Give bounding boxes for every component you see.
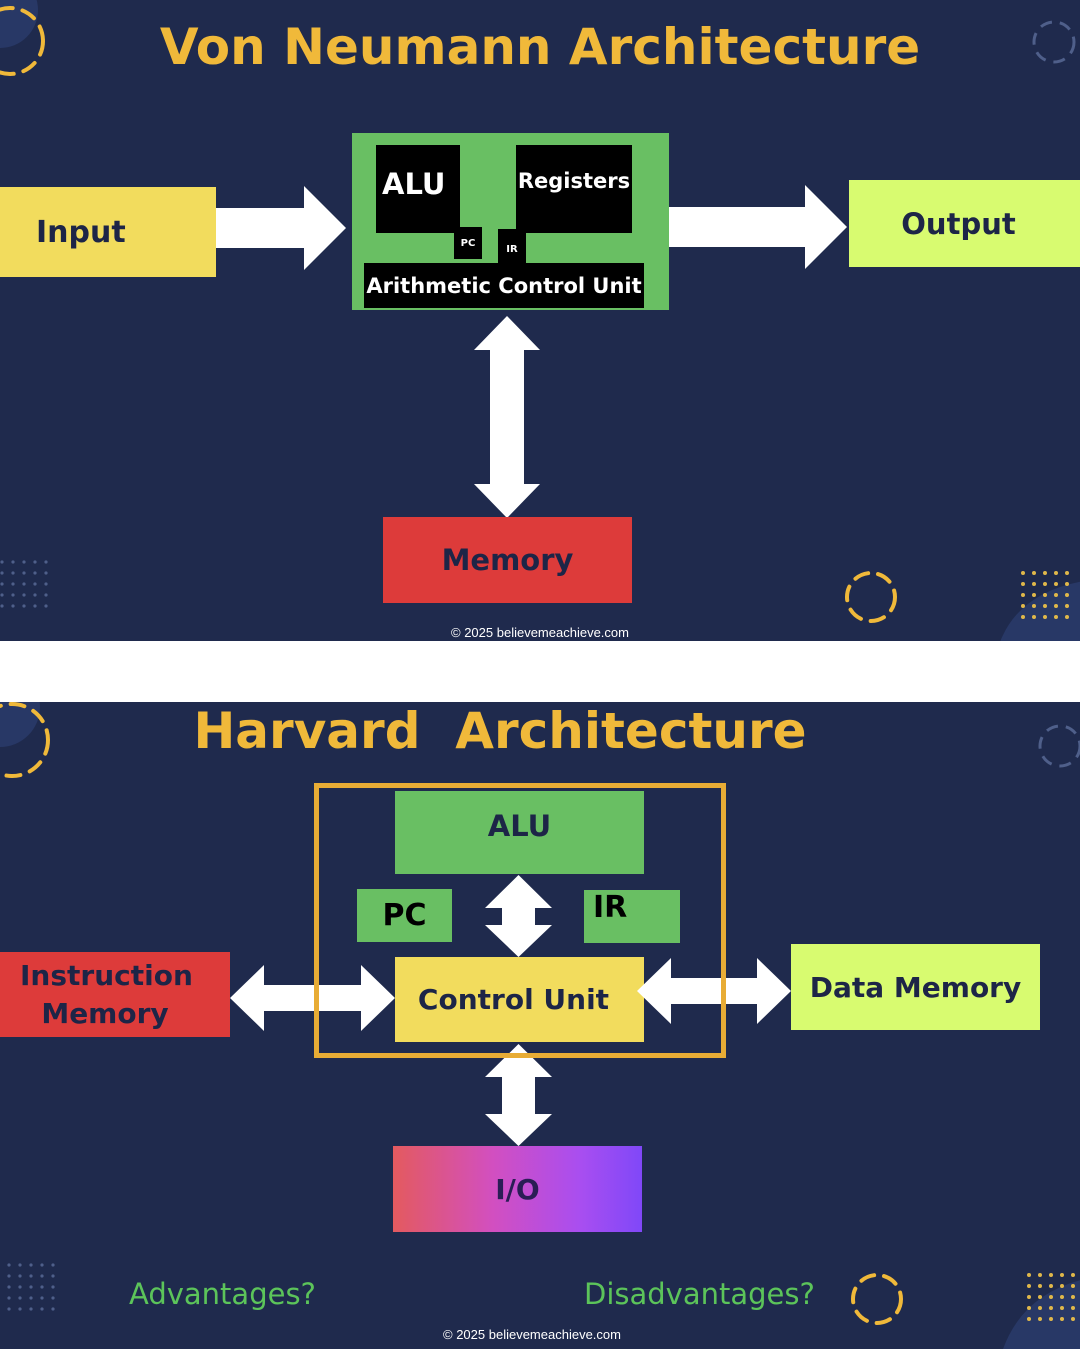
pc-label: PC [460, 237, 476, 249]
alu-box: ALU [395, 791, 644, 874]
arrow-right-icon [669, 185, 847, 269]
input-box: Input [0, 187, 216, 277]
dashed-circle-icon [851, 1273, 903, 1325]
arrow-bidirectional-vertical-icon [485, 1044, 552, 1146]
control-unit-box: Control Unit [395, 957, 644, 1042]
alu-label: ALU [382, 167, 446, 201]
pc-box: PC [357, 889, 452, 942]
corner-blob-icon [0, 702, 40, 747]
page-title: Harvard Architecture [193, 702, 807, 760]
harvard-panel: Harvard Architecture ALU PC IR Control U… [0, 702, 1080, 1349]
control-unit-label: Control Unit [417, 983, 610, 1016]
dot-grid-icon [7, 1263, 55, 1311]
ir-label: IR [593, 890, 628, 925]
alu-label: ALU [487, 808, 552, 843]
arrow-right-icon [216, 186, 346, 270]
memory-label: Memory [441, 543, 574, 577]
dashed-circle-icon [1038, 724, 1080, 768]
registers-block: Registers [516, 145, 632, 233]
output-box: Output [849, 180, 1080, 267]
copyright-text: © 2025 believemeachieve.com [451, 625, 629, 640]
dot-grid-icon [1027, 1273, 1075, 1321]
von-neumann-panel: Von Neumann Architecture Input ALU Regis… [0, 0, 1080, 641]
ir-block: IR [498, 229, 526, 263]
instruction-memory-label: Instruction Memory [20, 958, 193, 1030]
copyright-text: © 2025 believemeachieve.com [443, 1327, 621, 1342]
io-box: I/O [393, 1146, 642, 1232]
ir-label: IR [506, 243, 518, 255]
arrow-bidirectional-horizontal-icon [230, 965, 395, 1031]
output-label: Output [901, 206, 1016, 241]
page-title: Von Neumann Architecture [159, 18, 921, 76]
cpu-frame-bottom-edge [314, 1053, 726, 1058]
arrow-bidirectional-horizontal-icon [637, 958, 791, 1024]
pc-block: PC [454, 227, 482, 259]
arithmetic-control-unit-block: Arithmetic Control Unit [364, 263, 644, 308]
corner-blob-icon [1000, 581, 1080, 641]
dot-grid-icon [1021, 571, 1069, 619]
alu-block: ALU [376, 145, 460, 233]
data-memory-box: Data Memory [791, 944, 1040, 1030]
io-label: I/O [495, 1172, 540, 1206]
registers-label: Registers [517, 169, 631, 193]
dashed-circle-icon [0, 6, 45, 76]
dashed-circle-icon [845, 571, 897, 623]
dot-grid-icon [0, 560, 48, 608]
cpu-frame-right-edge [721, 783, 726, 1058]
cpu-frame-left-edge [314, 783, 319, 1058]
data-memory-label: Data Memory [809, 970, 1022, 1004]
advantages-prompt: Advantages? [129, 1277, 316, 1311]
memory-box: Memory [383, 517, 632, 603]
arrow-bidirectional-vertical-icon [474, 316, 540, 518]
arrow-bidirectional-vertical-icon [485, 875, 552, 957]
instruction-memory-box: Instruction Memory [0, 952, 230, 1037]
input-label: Input [36, 214, 126, 250]
cpu-box: ALU Registers PC IR Arithmetic Control U… [352, 133, 669, 310]
arithmetic-control-unit-label: Arithmetic Control Unit [366, 273, 642, 298]
ir-box: IR [584, 890, 680, 943]
dashed-circle-icon [1032, 20, 1076, 64]
dashed-circle-icon [0, 702, 50, 778]
pc-label: PC [382, 898, 427, 933]
disadvantages-prompt: Disadvantages? [584, 1277, 815, 1311]
